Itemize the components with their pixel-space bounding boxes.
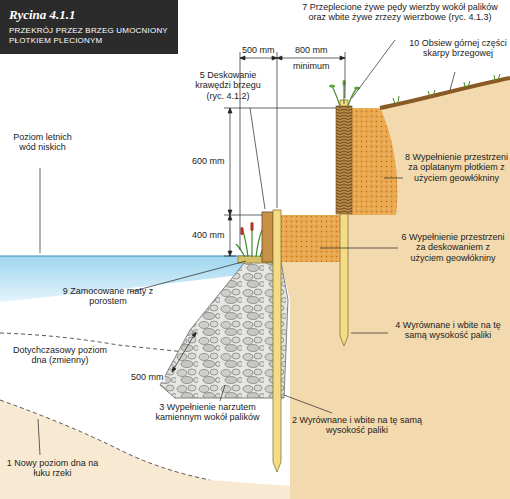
water-level-label: Poziom letnich wód niskich — [5, 132, 80, 153]
dimension-label: 500 mm — [130, 372, 165, 382]
dimension-label: 600 mm — [191, 156, 226, 166]
callout-label: 3 Wypełnienie narzutem kamiennym wokół p… — [150, 402, 265, 423]
callout-label: 9 Zamocowane maty z porostem — [55, 286, 161, 307]
dimension-label: minimum — [292, 61, 331, 71]
dimension-label: 800 mm — [294, 45, 329, 55]
callout-label: 2 Wyrównane i wbite na tę samą wysokość … — [292, 415, 422, 436]
title-box: Rycina 4.1.1PRZEKRÓJ PRZEZ BRZEG UMOCNIO… — [0, 0, 178, 54]
figure-title: PRZEKRÓJ PRZEZ BRZEG UMOCNIONY PŁOTKIEM … — [9, 26, 169, 47]
callout-label: 8 Wypełnienie przestrzeni za oplatanym p… — [405, 152, 508, 183]
dimension-label: 500 mm — [241, 45, 276, 55]
callout-label: 10 Obsiew górnej części skarpy brzegowej — [408, 38, 508, 59]
bed-level-label: Dotychczasowy poziom dna (zmienny) — [5, 345, 115, 366]
callout-label: 5 Deskowanie krawędzi brzegu (ryc. 4.1.2… — [186, 70, 270, 101]
bed-level-label: 1 Nowy poziom dna na łuku rzeki — [5, 458, 100, 479]
figure-number: Rycina 4.1.1 — [9, 7, 169, 23]
callout-label: 4 Wyrównane i wbite na tę samą wysokość … — [390, 320, 506, 341]
dimension-label: 400 mm — [191, 230, 226, 240]
callout-label: 6 Wypełnienie przestrzeni za deskowaniem… — [400, 232, 506, 263]
callout-label: 7 Przeplecione żywe pędy wierzby wokół p… — [300, 2, 500, 23]
